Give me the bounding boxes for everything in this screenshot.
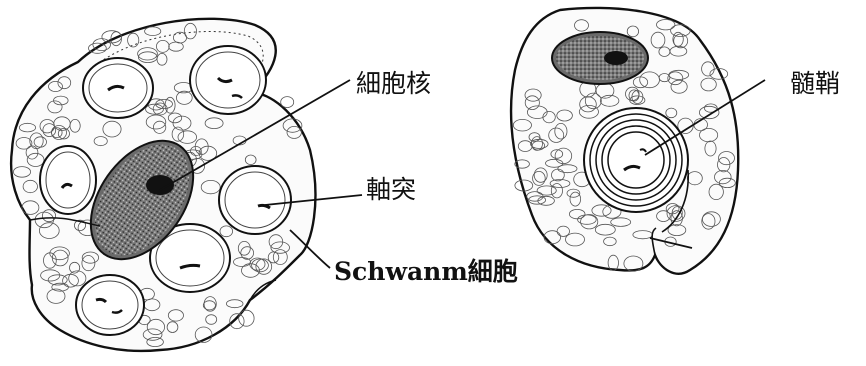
label-axon: 軸突 (366, 176, 416, 204)
axon-2 (190, 46, 266, 114)
right-cell (511, 8, 738, 274)
axon-1 (83, 58, 153, 118)
myelin-sheath (584, 108, 688, 212)
label-myelin: 髄鞘 (790, 70, 840, 98)
vacuole (281, 97, 294, 108)
axon-4 (219, 166, 291, 234)
vacuole (239, 310, 254, 326)
label-nucleus: 細胞核 (356, 70, 431, 98)
left-cell (11, 19, 315, 351)
schwann-nucleus-right (552, 32, 648, 84)
axon-6 (76, 275, 144, 335)
label-schwann-cell: Schwanm細胞 (334, 258, 518, 286)
axon-3 (40, 146, 96, 214)
